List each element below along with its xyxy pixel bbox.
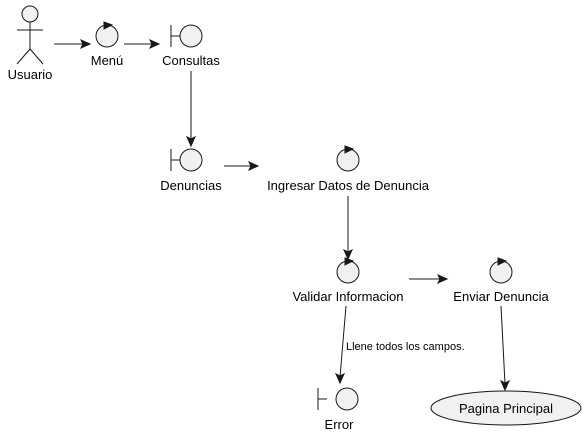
edge-consultas-denuncias	[185, 71, 197, 148]
control-enviar-denuncia: Enviar Denuncia	[453, 257, 549, 304]
control-ingresar-datos-label: Ingresar Datos de Denuncia	[267, 178, 430, 193]
boundary-consultas-label: Consultas	[162, 53, 220, 68]
edge-denuncias-ingresar	[224, 160, 260, 172]
edge-validar-error	[334, 305, 347, 385]
control-validar-informacion: Validar Informacion	[292, 257, 404, 304]
control-ingresar-datos: Ingresar Datos de Denuncia	[267, 145, 430, 193]
boundary-consultas: Consultas	[162, 24, 220, 68]
edge-validar-enviar	[409, 273, 449, 285]
usecase-pagina-principal: Pagina Principal	[430, 390, 582, 426]
actor-usuario-label: Usuario	[8, 67, 53, 82]
edge-usuario-menu	[54, 38, 92, 50]
actor-usuario: Usuario	[8, 5, 53, 82]
control-enviar-denuncia-label: Enviar Denuncia	[453, 289, 549, 304]
control-menu-label: Menú	[91, 53, 124, 68]
edge-ingresar-validar	[342, 196, 354, 261]
usecase-pagina-principal-label: Pagina Principal	[459, 401, 553, 416]
boundary-denuncias-label: Denuncias	[160, 178, 222, 193]
edge-menu-consultas	[124, 38, 161, 50]
edge-enviar-principal	[499, 305, 511, 392]
boundary-error: Error	[317, 387, 359, 432]
control-validar-informacion-label: Validar Informacion	[292, 289, 403, 304]
boundary-denuncias: Denuncias	[160, 148, 222, 193]
boundary-error-label: Error	[325, 417, 355, 432]
edge-validar-error-label: Llene todos los campos.	[346, 341, 465, 353]
control-menu: Menú	[91, 21, 124, 68]
